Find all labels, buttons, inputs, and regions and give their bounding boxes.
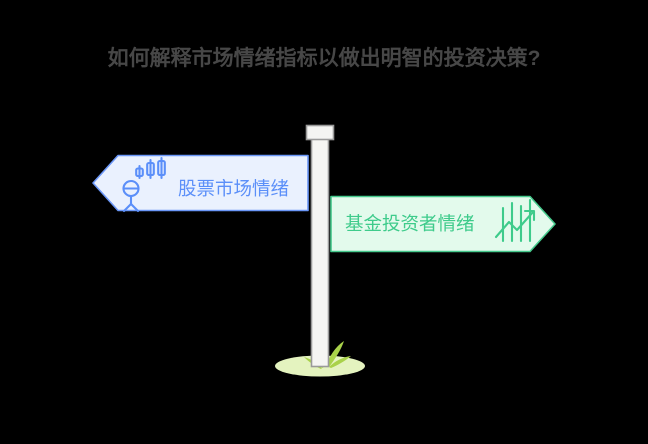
sign-left-label: 股票市场情绪 <box>178 178 289 199</box>
sign-left[interactable]: 股票市场情绪 <box>92 154 309 213</box>
sign-right-label: 基金投资者情绪 <box>345 213 475 234</box>
person-candlestick-icon <box>122 156 166 213</box>
page-title: 如何解释市场情绪指标以做出明智的投资决策? <box>107 47 541 70</box>
signpost-pole <box>305 124 335 368</box>
grass-tuft-icon <box>304 341 351 369</box>
pole-shaft <box>310 135 330 368</box>
signpost-scene: 股票市场情绪 基金投资者情绪 <box>0 100 648 400</box>
uptrend-bars-arrow-icon <box>494 198 536 243</box>
sign-right[interactable]: 基金投资者情绪 <box>330 195 556 253</box>
sign-right-plate[interactable] <box>330 195 556 253</box>
pole-cap <box>305 124 335 141</box>
